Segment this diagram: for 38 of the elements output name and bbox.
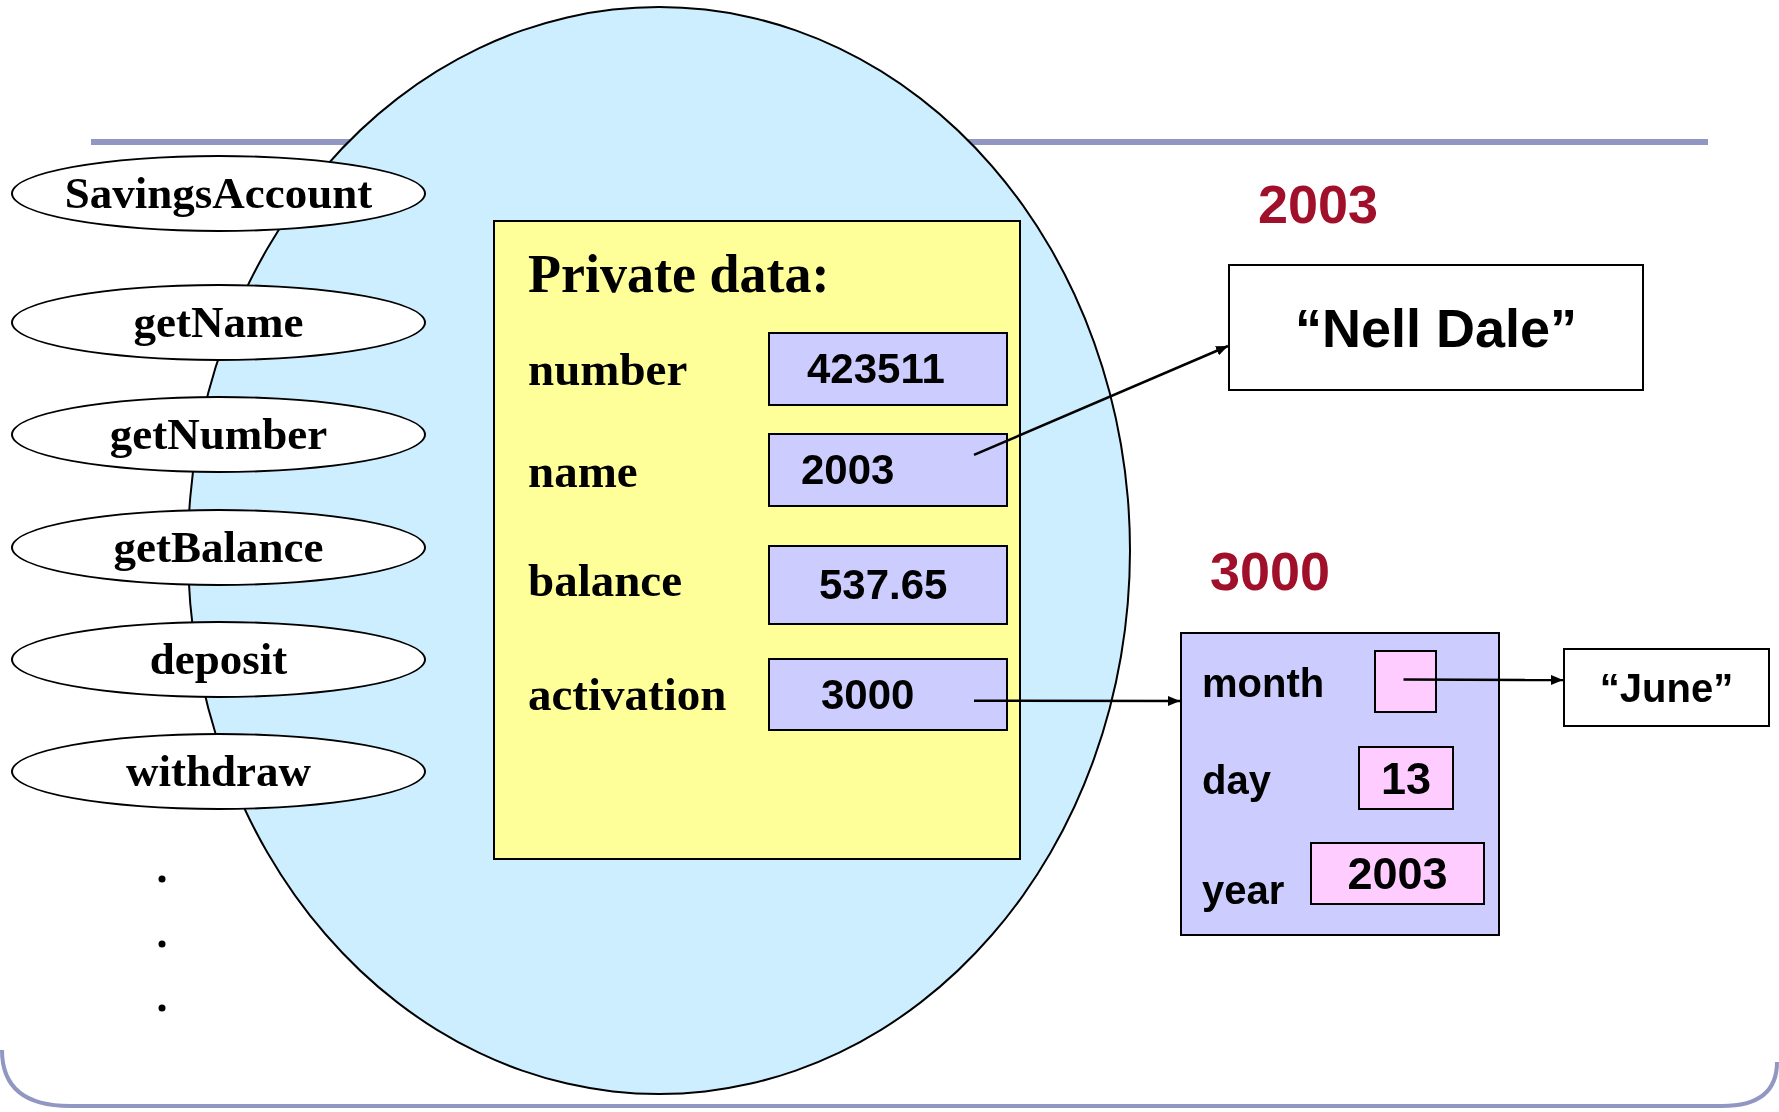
address-label: 3000 [1209, 540, 1331, 602]
value-text: “Nell Dale” [1294, 300, 1578, 355]
method-name: withdraw [126, 749, 311, 794]
string-box [1228, 264, 1644, 391]
field-label: activation [528, 670, 727, 718]
arrow [973, 344, 1229, 457]
value-text: 2003 [801, 449, 895, 491]
arrow [1403, 674, 1563, 685]
address-label: 2003 [1257, 173, 1379, 235]
value-text: 13 [1380, 755, 1432, 801]
value-text: 423511 [807, 348, 945, 390]
value-text: “June” [1599, 667, 1734, 708]
field-box [1358, 746, 1454, 810]
date-object-box [1180, 632, 1500, 936]
field-label: number [528, 345, 688, 393]
field-box [1310, 842, 1485, 905]
method-name: deposit [149, 637, 288, 682]
method-name: SavingsAccount [64, 171, 373, 216]
value-box [768, 545, 1008, 625]
value-box [768, 658, 1008, 731]
value-box [768, 332, 1008, 406]
value-text: 2003 [1347, 851, 1448, 896]
field-label: balance [528, 556, 683, 604]
method-name: getBalance [113, 525, 324, 570]
field-label: month [1202, 663, 1325, 703]
field-label: day [1202, 760, 1271, 800]
field-label: year [1202, 870, 1285, 910]
panel-heading: Private data: [528, 247, 830, 301]
field-box [1374, 650, 1437, 713]
value-text: 3000 [821, 673, 915, 716]
arrow [974, 696, 1180, 706]
value-box [768, 433, 1008, 507]
string-box [1563, 648, 1770, 727]
method-name: getName [133, 300, 304, 345]
private-data-panel [493, 220, 1021, 860]
value-text: 537.65 [819, 564, 948, 606]
method-name: getNumber [109, 412, 328, 457]
field-label: name [528, 447, 638, 495]
